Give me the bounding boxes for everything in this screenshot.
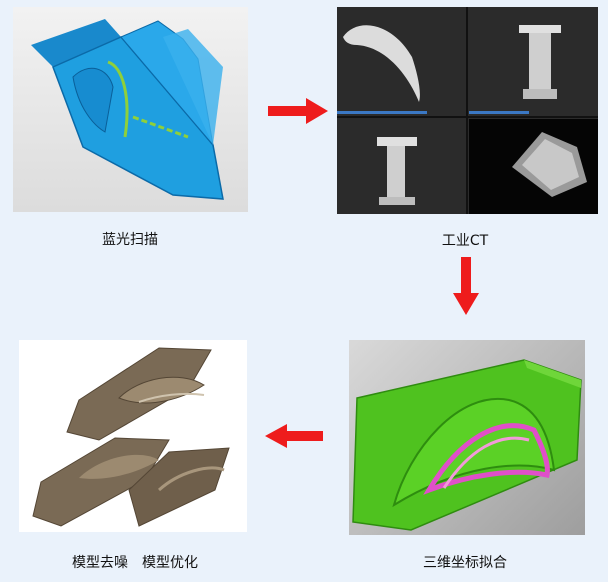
step-2-label: 工业CT [441, 233, 489, 249]
industrial-ct-image [337, 7, 598, 214]
step-4-label: 模型去噪 模型优化 [72, 555, 198, 571]
coordinate-fitting-image [349, 340, 585, 535]
down-arrow-icon [453, 257, 479, 315]
right-arrow-icon [268, 98, 328, 124]
step-3-label: 三维坐标拟合 [423, 555, 507, 571]
step-1-label: 蓝光扫描 [102, 232, 158, 248]
blue-scan-image [13, 7, 248, 212]
model-optimization-image [19, 340, 247, 532]
left-arrow-icon [265, 424, 323, 448]
